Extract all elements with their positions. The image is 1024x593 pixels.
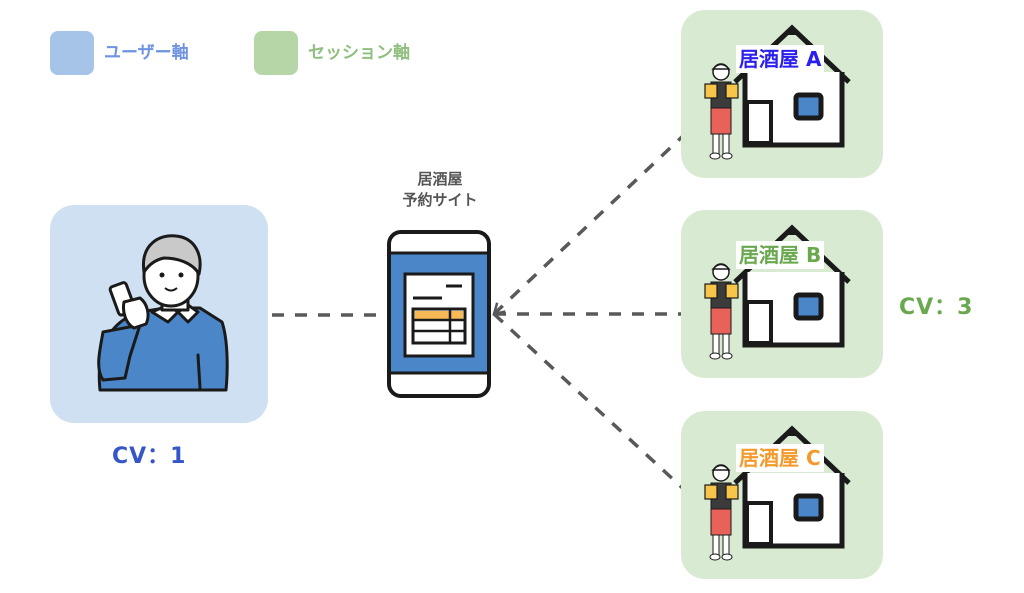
legend-swatch-session xyxy=(254,31,298,75)
store-label-c: 居酒屋 C xyxy=(736,444,824,472)
legend-label-user: ユーザー軸 xyxy=(104,43,189,63)
arrow-to-store-c xyxy=(492,312,704,508)
site-label-line2: 予約サイト xyxy=(402,191,478,209)
legend-label-session: セッション軸 xyxy=(308,43,410,63)
session-cv-text: CV：3 xyxy=(899,295,974,320)
site-label: 居酒屋 予約サイト xyxy=(380,169,500,211)
arrow-to-store-a xyxy=(494,118,702,314)
store-label-a: 居酒屋 A xyxy=(736,45,825,73)
legend-swatch-user xyxy=(50,31,94,75)
user-cv-text: CV：1 xyxy=(112,444,187,469)
site-label-line1: 居酒屋 xyxy=(417,170,463,188)
store-label-b: 居酒屋 B xyxy=(736,241,825,269)
